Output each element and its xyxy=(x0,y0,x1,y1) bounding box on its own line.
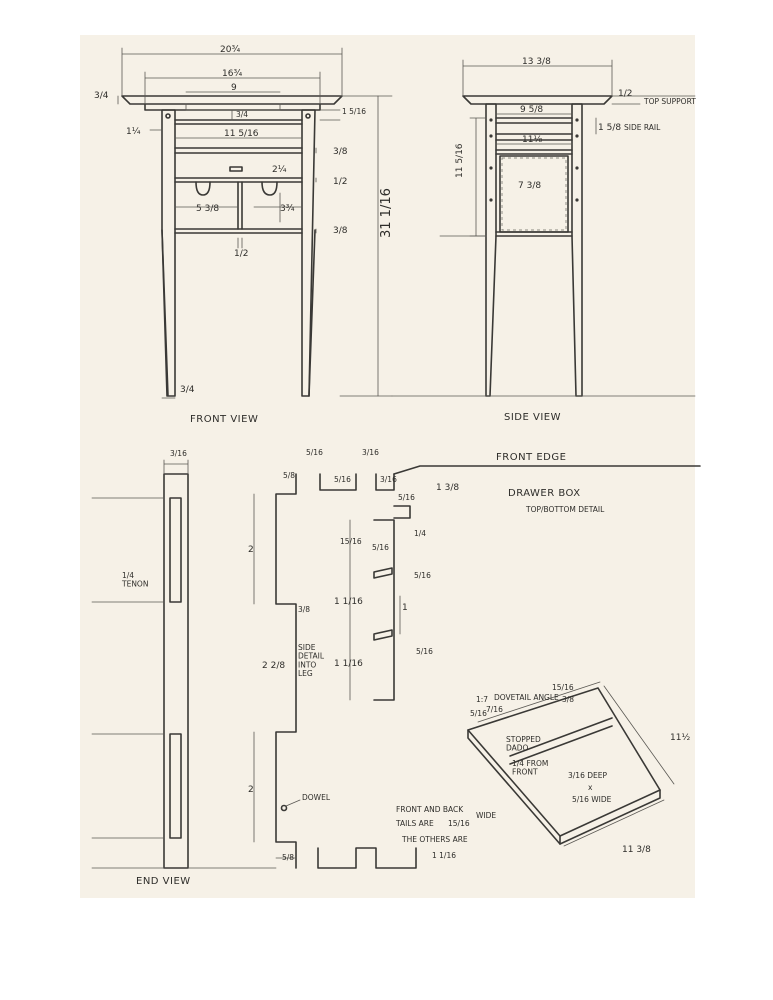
dim-lower-2: 2 xyxy=(248,785,254,795)
dim-side-top-thickness: 1/2 xyxy=(618,89,632,99)
dim-upper-2: 2 xyxy=(248,545,254,555)
side-view-caption: SIDE VIEW xyxy=(504,412,561,423)
dim-iso-a: 5/16 xyxy=(470,709,487,718)
note-x: x xyxy=(588,783,593,792)
dim-seg-2: 1 1/16 xyxy=(334,659,363,669)
dim-small-c: 5/16 xyxy=(416,647,433,656)
dim-panel-height: 7 3/8 xyxy=(518,181,541,191)
dim-rail-b: 1/2 xyxy=(333,177,347,187)
dim-rail-c: 3/8 xyxy=(333,226,348,236)
note-top-bottom: TOP/BOTTOM DETAIL xyxy=(525,505,605,514)
dim-right-depth: 1 5/16 xyxy=(342,107,366,116)
dim-inner-depth: 9 5/8 xyxy=(520,105,543,115)
dim-side-height: 11 5/16 xyxy=(455,143,465,178)
front-view: 20¾ 16¾ 9 3/4 3/4 1 5/16 1¼ 11 5/16 3/8 … xyxy=(94,45,394,425)
dim-seg-22: 2 2/8 xyxy=(262,661,285,671)
dim-gap-a: 15/16 xyxy=(340,537,362,546)
dim-rail-a: 3/8 xyxy=(333,147,348,157)
dim-dovetail-angle: DOVETAIL ANGLE xyxy=(494,693,559,702)
note-others: THE OTHERS ARE xyxy=(401,835,468,844)
end-view-caption: END VIEW xyxy=(136,876,191,887)
dim-top-c: 3/16 xyxy=(380,475,397,484)
dim-gap-b: 5/16 xyxy=(372,543,389,552)
dim-leg-width: 1¼ xyxy=(126,127,141,137)
dim-one: 1 xyxy=(402,603,408,613)
dim-iso-width: 11½ xyxy=(670,733,690,743)
note-deep: 3/16 DEEP xyxy=(568,771,607,780)
note-tails-1: FRONT AND BACK xyxy=(396,805,464,814)
dim-top-d: 5/8 xyxy=(283,471,295,480)
note-tails-2: TAILS ARE xyxy=(395,819,434,828)
dim-overall-width: 20¾ xyxy=(220,45,240,55)
dim-overall-height: 31 1/16 xyxy=(379,188,394,238)
dim-top-e: 5/16 xyxy=(334,475,351,484)
dim-quarter: 1/4 xyxy=(414,529,426,538)
dim-foot-5-8: 5/8 xyxy=(282,853,294,862)
dim-drawer-width: 11 5/16 xyxy=(224,129,259,139)
dim-top-f: 5/16 xyxy=(398,493,415,502)
note-front-edge: FRONT EDGE xyxy=(496,452,566,463)
dim-foot-1-16: 1 1/16 xyxy=(432,851,456,860)
dim-iso-c: 3/8 xyxy=(562,695,574,704)
dim-mid-width: 16¾ xyxy=(222,69,242,79)
dim-top-b: 3/16 xyxy=(362,448,379,457)
note-tails-frac: 15/16 xyxy=(448,819,470,828)
dim-left-opening: 5 3/8 xyxy=(196,204,219,214)
dim-iso-d: 7/16 xyxy=(486,705,503,714)
dim-seg-1: 1 1/16 xyxy=(334,597,363,607)
dim-iso-b: 15/16 xyxy=(552,683,574,692)
dim-foot: 3/4 xyxy=(180,385,195,395)
dim-side-rail: 1 5/8 xyxy=(598,123,621,133)
note-drawer-box: DRAWER BOX xyxy=(508,488,581,499)
dim-inner-width: 9 xyxy=(231,83,237,93)
iso-detail: 1:7 DOVETAIL ANGLE 5/16 15/16 3/8 7/16 1… xyxy=(467,681,690,855)
front-view-caption: FRONT VIEW xyxy=(190,414,258,425)
dim-right-opening: 3¾ xyxy=(280,204,295,214)
dim-apron-gap: 3/4 xyxy=(236,110,248,119)
dim-overall-depth: 13 3/8 xyxy=(522,57,551,67)
side-detail: 5/8 5/16 5/16 3/16 3/16 5/16 1 3/8 1/4 1… xyxy=(248,448,701,869)
dim-end-thickness: 3/16 xyxy=(170,449,187,458)
note-tails-3: WIDE xyxy=(476,811,496,820)
dim-top-thickness: 3/4 xyxy=(94,91,109,101)
dim-iso-angle: 1:7 xyxy=(476,695,488,704)
dim-top-a: 5/16 xyxy=(306,448,323,457)
dim-front-right: 1 3/8 xyxy=(436,483,459,493)
dim-rail-depth: 11⅛ xyxy=(522,135,542,145)
note-top-support: TOP SUPPORT xyxy=(643,97,696,106)
dim-iso-length: 11 3/8 xyxy=(622,845,651,855)
note-dowel: DOWEL xyxy=(302,793,331,802)
dim-mid-3-8: 3/8 xyxy=(298,605,310,614)
dim-drawer-pull: 2¼ xyxy=(272,165,287,175)
dim-small-b: 5/16 xyxy=(414,571,431,580)
side-view: 13 3/8 1/2 TOP SUPPORT 9 5/8 1 5/8 SIDE … xyxy=(391,57,696,423)
note-side-rail: SIDE RAIL xyxy=(624,123,661,132)
note-wide: 5/16 WIDE xyxy=(572,795,612,804)
dim-divider: 1/2 xyxy=(234,249,248,259)
